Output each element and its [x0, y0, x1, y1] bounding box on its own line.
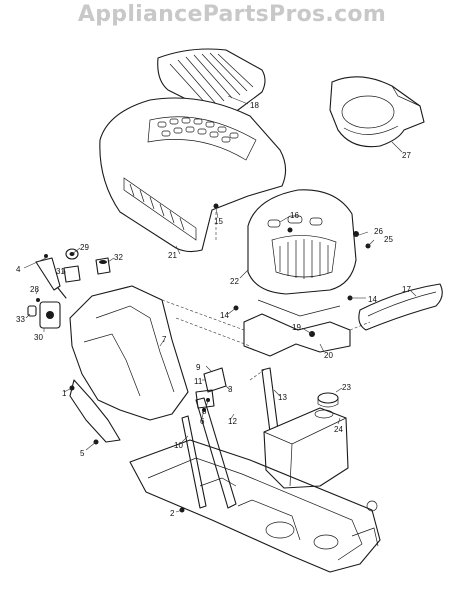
callout-25[interactable]: 25 [384, 235, 393, 244]
callout-1[interactable]: 1 [62, 389, 67, 398]
part-fuel-tank[interactable] [263, 407, 349, 489]
callout-32[interactable]: 32 [114, 253, 123, 262]
callout-4[interactable]: 4 [16, 265, 21, 274]
part-throttle-cable-lever[interactable] [35, 257, 67, 299]
callout-29[interactable]: 29 [80, 243, 89, 252]
part-grille[interactable] [247, 189, 357, 295]
callout-17[interactable]: 17 [402, 285, 411, 294]
part-ignition-switch[interactable] [39, 301, 61, 329]
callout-24[interactable]: 24 [334, 425, 343, 434]
callout-31[interactable]: 31 [56, 267, 65, 276]
callout-5[interactable]: 5 [80, 449, 85, 458]
watermark-text: AppliancePartsPros.com [77, 2, 387, 27]
callout-28[interactable]: 28 [30, 285, 39, 294]
part-frame[interactable] [129, 439, 381, 573]
callout-15[interactable]: 15 [214, 217, 223, 226]
callout-19[interactable]: 19 [292, 323, 301, 332]
callout-21[interactable]: 21 [168, 251, 177, 260]
part-bracket-9-11[interactable] [195, 367, 227, 409]
part-headlight-lens[interactable] [358, 283, 443, 331]
callout-3[interactable]: 3 [228, 385, 233, 394]
callout-26[interactable]: 26 [374, 227, 383, 236]
part-switch-33[interactable] [27, 305, 37, 317]
part-fuel-cap[interactable] [317, 392, 339, 408]
callout-6[interactable]: 6 [200, 417, 205, 426]
callout-33[interactable]: 33 [16, 315, 25, 324]
callout-22[interactable]: 22 [230, 277, 239, 286]
callout-12[interactable]: 12 [228, 417, 237, 426]
leader-lines [23, 95, 417, 513]
callout-14a[interactable]: 14 [368, 295, 377, 304]
callout-11[interactable]: 11 [194, 377, 203, 386]
part-dash-panel[interactable] [329, 76, 425, 148]
part-hood[interactable] [99, 97, 287, 253]
part-hood-insert[interactable] [157, 48, 266, 115]
callout-14b[interactable]: 14 [220, 311, 229, 320]
part-knob-31[interactable] [63, 265, 81, 283]
callout-20[interactable]: 20 [324, 351, 333, 360]
part-knob-32[interactable] [95, 257, 111, 275]
callout-10[interactable]: 10 [174, 441, 183, 450]
callout-2[interactable]: 2 [170, 509, 175, 518]
callout-labels: 1 2 3 4 5 6 7 8 9 10 11 12 13 14 14 15 1… [16, 101, 411, 518]
assembly-lines [161, 212, 371, 381]
callout-23[interactable]: 23 [342, 383, 351, 392]
callout-7[interactable]: 7 [162, 335, 167, 344]
callout-30[interactable]: 30 [34, 333, 43, 342]
part-grille-bracket[interactable] [243, 299, 351, 357]
callout-13[interactable]: 13 [278, 393, 287, 402]
part-dash-support[interactable] [69, 285, 189, 443]
callout-18[interactable]: 18 [250, 101, 259, 110]
callout-9[interactable]: 9 [196, 363, 201, 372]
callout-27[interactable]: 27 [402, 151, 411, 160]
callout-16[interactable]: 16 [290, 211, 299, 220]
callout-8[interactable]: 8 [202, 407, 207, 416]
